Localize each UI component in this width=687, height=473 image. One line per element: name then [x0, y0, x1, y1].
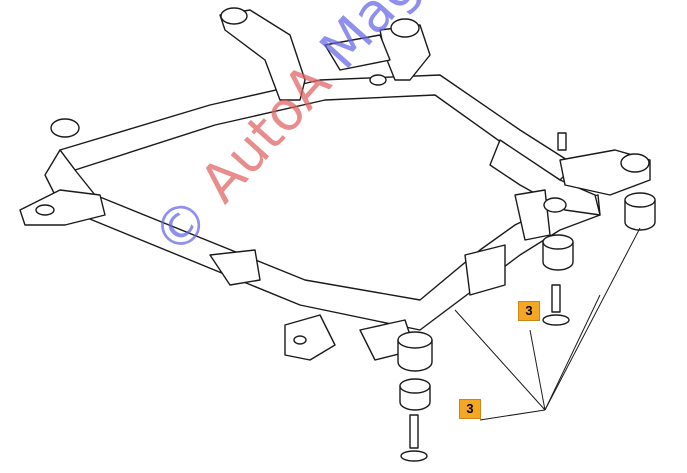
- rear-right-cup: [390, 18, 420, 38]
- leader-4: [454, 309, 546, 411]
- bushing-right-upper-top: [624, 192, 656, 208]
- rear-tower-left: [219, 9, 306, 101]
- leader-lines: [454, 227, 641, 421]
- bolt-upper: [551, 284, 561, 313]
- leader-5: [479, 409, 546, 421]
- bushing-right-upper: [624, 199, 656, 231]
- front-left-cup: [35, 204, 55, 216]
- right-front-mount: [464, 244, 506, 296]
- leader-2: [544, 294, 601, 411]
- bolt-upper-washer: [542, 314, 570, 326]
- mount-plate-top: [324, 34, 391, 71]
- front-right-cup: [543, 197, 567, 213]
- front-lower-bracket: [284, 314, 336, 361]
- leader-3: [529, 329, 546, 411]
- callout-3-lower: 3: [459, 399, 481, 419]
- small-stud: [557, 132, 567, 151]
- right-cup: [620, 153, 650, 173]
- bushing-right-lower: [542, 241, 574, 271]
- mount-hole: [369, 74, 387, 86]
- callout-3-upper: 3: [518, 301, 540, 321]
- mid-right-bracket: [514, 189, 551, 241]
- bushing-front-upper: [397, 339, 433, 372]
- left-small-mount: [209, 249, 261, 286]
- leader-1: [544, 227, 641, 411]
- bushing-right-lower-top: [542, 234, 574, 250]
- front-bracket-hole: [293, 335, 307, 345]
- bolt-lower: [409, 414, 419, 449]
- left-front-bracket: [19, 189, 106, 226]
- bushing-lower-top: [399, 378, 431, 394]
- left-cup: [50, 118, 80, 138]
- bushing-front-upper-top: [397, 331, 433, 349]
- bolt-lower-washer: [400, 450, 428, 462]
- rear-left-cup: [220, 7, 248, 25]
